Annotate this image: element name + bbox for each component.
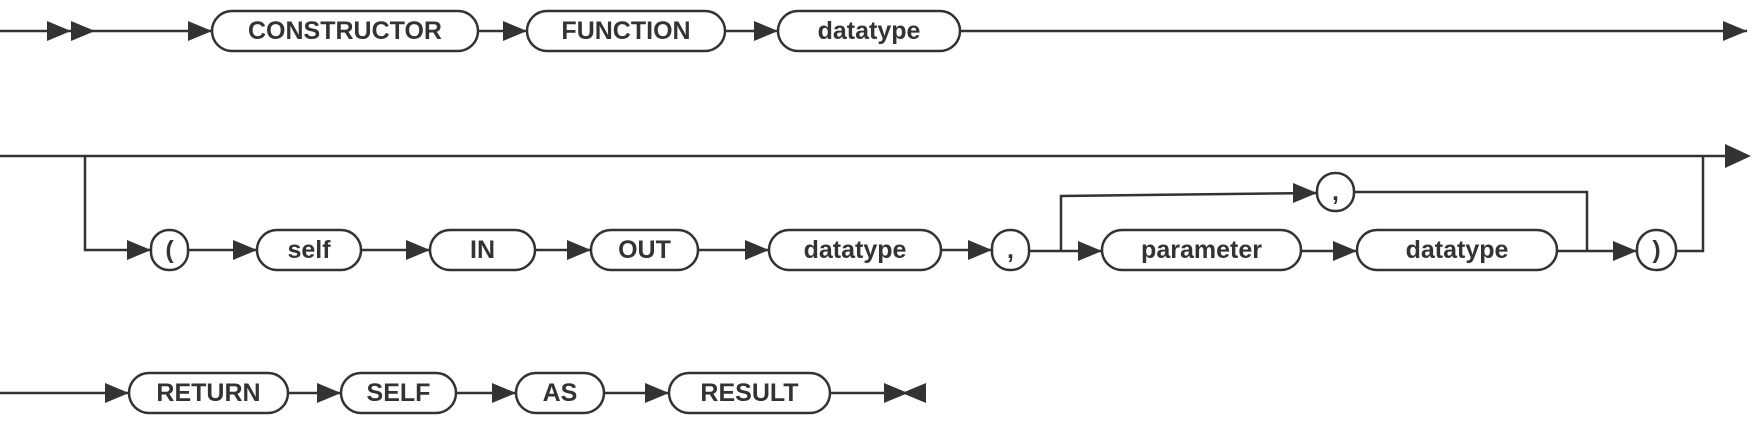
- svg-text:RESULT: RESULT: [700, 379, 798, 407]
- svg-text:,: ,: [1332, 178, 1339, 206]
- arrow-head: [567, 240, 591, 260]
- terminal-self: self: [255, 228, 363, 272]
- start-arrow-2: [71, 21, 95, 41]
- arrow-head: [754, 21, 778, 41]
- terminal-out: OUT: [589, 228, 700, 272]
- arrow-head: [1333, 241, 1357, 261]
- arrow-head: [406, 240, 430, 260]
- terminal-return: RETURN: [127, 371, 290, 415]
- arrow-head: [1293, 183, 1317, 203]
- end-arrow-reverse: [902, 383, 926, 403]
- svg-text:(: (: [165, 236, 174, 264]
- svg-text:,: ,: [1007, 236, 1014, 264]
- svg-text:datatype: datatype: [1406, 236, 1509, 264]
- continuation-arrow: [1723, 21, 1747, 41]
- arrow-head: [503, 21, 527, 41]
- svg-text:datatype: datatype: [818, 17, 921, 45]
- arrow-head: [492, 383, 516, 403]
- terminal-datatype: datatype: [1355, 228, 1559, 272]
- terminal-in: IN: [428, 228, 537, 272]
- terminal-open-paren: (: [149, 228, 190, 272]
- svg-text:FUNCTION: FUNCTION: [561, 17, 690, 45]
- svg-text:datatype: datatype: [804, 236, 907, 264]
- arrow-head: [968, 240, 992, 260]
- row-2: ( self IN OUT datatype ,: [0, 144, 1751, 272]
- svg-text:RETURN: RETURN: [156, 379, 260, 407]
- terminal-function: FUNCTION: [525, 9, 727, 53]
- arrow-head: [645, 383, 669, 403]
- terminal-result: RESULT: [667, 371, 832, 415]
- svg-text:IN: IN: [470, 236, 495, 264]
- end-arrow: [884, 383, 908, 403]
- terminal-as: AS: [514, 371, 606, 415]
- arrow-head: [317, 383, 341, 403]
- terminal-parameter: parameter: [1100, 228, 1303, 272]
- arrow-head: [188, 21, 212, 41]
- terminal-repeat-comma: ,: [1315, 171, 1356, 213]
- arrow-head: [1078, 241, 1102, 261]
- svg-text:parameter: parameter: [1141, 236, 1262, 264]
- svg-text:OUT: OUT: [618, 236, 671, 264]
- arrow-head: [1613, 241, 1637, 261]
- row-1: CONSTRUCTOR FUNCTION datatype: [0, 9, 1747, 53]
- svg-text:AS: AS: [543, 379, 578, 407]
- row-3: RETURN SELF AS RESULT: [0, 371, 926, 415]
- terminal-comma: ,: [990, 228, 1031, 272]
- repeat-loop: [1059, 191, 1318, 251]
- terminal-self-upper: SELF: [339, 371, 458, 415]
- continuation-arrow: [1725, 144, 1751, 168]
- svg-text:SELF: SELF: [367, 379, 431, 407]
- svg-text:): ): [1652, 236, 1660, 264]
- arrow-head: [745, 240, 769, 260]
- arrow-head: [127, 240, 151, 260]
- start-arrow-1: [47, 21, 71, 41]
- terminal-close-paren: ): [1635, 228, 1678, 272]
- terminal-datatype: datatype: [776, 9, 962, 53]
- arrow-head: [233, 240, 257, 260]
- terminal-datatype: datatype: [767, 228, 943, 272]
- svg-text:CONSTRUCTOR: CONSTRUCTOR: [248, 17, 442, 45]
- terminal-constructor: CONSTRUCTOR: [210, 9, 480, 53]
- arrow-head: [105, 383, 129, 403]
- svg-text:self: self: [287, 236, 331, 264]
